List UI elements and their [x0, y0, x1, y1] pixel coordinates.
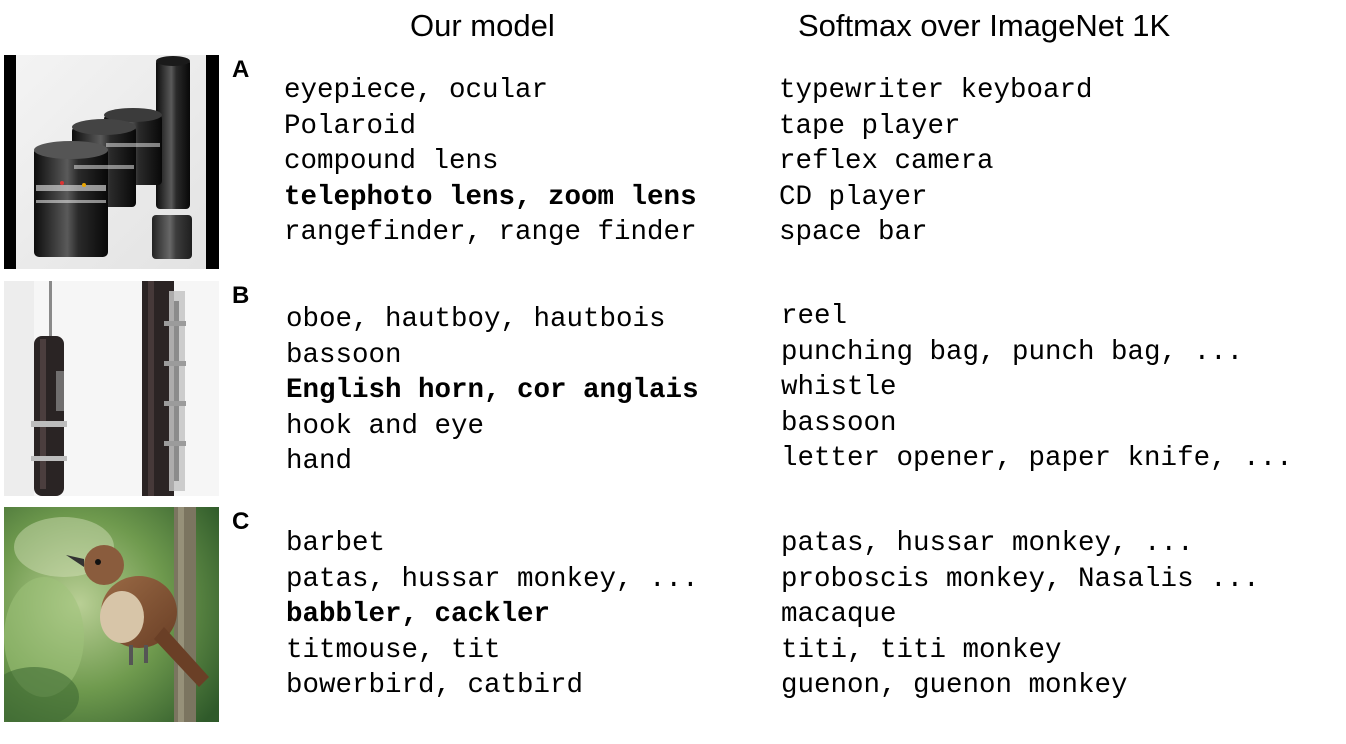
prediction-item: bassoon [286, 339, 402, 371]
header-softmax: Softmax over ImageNet 1K [798, 8, 1171, 43]
prediction-item: macaque [781, 599, 897, 631]
prediction-item: titi, titi monkey [781, 634, 1062, 666]
softmax-predictions-a: typewriter keyboard tape player reflex c… [779, 73, 1093, 251]
bird-on-branch-photo [4, 507, 219, 722]
camera-lenses-photo [4, 55, 219, 269]
prediction-item: oboe, hautboy, hautbois [286, 304, 666, 335]
prediction-item: titmouse, tit [286, 634, 501, 666]
prediction-item: compound lens [284, 146, 499, 178]
row-label-c: C [232, 508, 250, 535]
prediction-item: tape player [779, 110, 961, 142]
prediction-item: guenon, guenon monkey [781, 670, 1128, 702]
prediction-item: bowerbird, catbird [286, 670, 584, 702]
prediction-item: space bar [779, 217, 928, 249]
prediction-item: patas, hussar monkey, ... [286, 563, 699, 595]
prediction-item: typewriter keyboard [779, 75, 1093, 106]
woodwind-instruments-photo [4, 281, 219, 496]
prediction-item: babbler, cackler [286, 599, 551, 631]
prediction-item: whistle [781, 372, 897, 404]
prediction-item: patas, hussar monkey, ... [781, 528, 1194, 559]
prediction-item: CD player [779, 181, 928, 213]
prediction-item: English horn, cor anglais [286, 375, 699, 407]
softmax-predictions-c: patas, hussar monkey, ... proboscis monk… [781, 526, 1260, 704]
prediction-item: Polaroid [284, 110, 417, 142]
prediction-item: proboscis monkey, Nasalis ... [781, 563, 1260, 595]
prediction-item: eyepiece, ocular [284, 75, 549, 106]
our-model-predictions-a: eyepiece, ocular Polaroid compound lens … [284, 73, 697, 251]
prediction-item: barbet [286, 528, 386, 559]
prediction-item: hook and eye [286, 410, 485, 442]
prediction-item: reflex camera [779, 146, 994, 178]
prediction-item: letter opener, paper knife, ... [781, 443, 1293, 475]
row-label-a: A [232, 56, 250, 83]
header-our-model: Our model [410, 8, 555, 43]
prediction-item: reel [781, 301, 848, 332]
prediction-item: rangefinder, range finder [284, 217, 697, 249]
softmax-predictions-b: reel punching bag, punch bag, ... whistl… [781, 299, 1293, 477]
prediction-item: punching bag, punch bag, ... [781, 336, 1244, 368]
row-label-b: B [232, 282, 250, 309]
our-model-predictions-b: oboe, hautboy, hautbois bassoon English … [286, 302, 699, 480]
our-model-predictions-c: barbet patas, hussar monkey, ... babbler… [286, 526, 699, 704]
prediction-item: hand [286, 446, 353, 478]
prediction-item: telephoto lens, zoom lens [284, 181, 697, 213]
prediction-item: bassoon [781, 407, 897, 439]
